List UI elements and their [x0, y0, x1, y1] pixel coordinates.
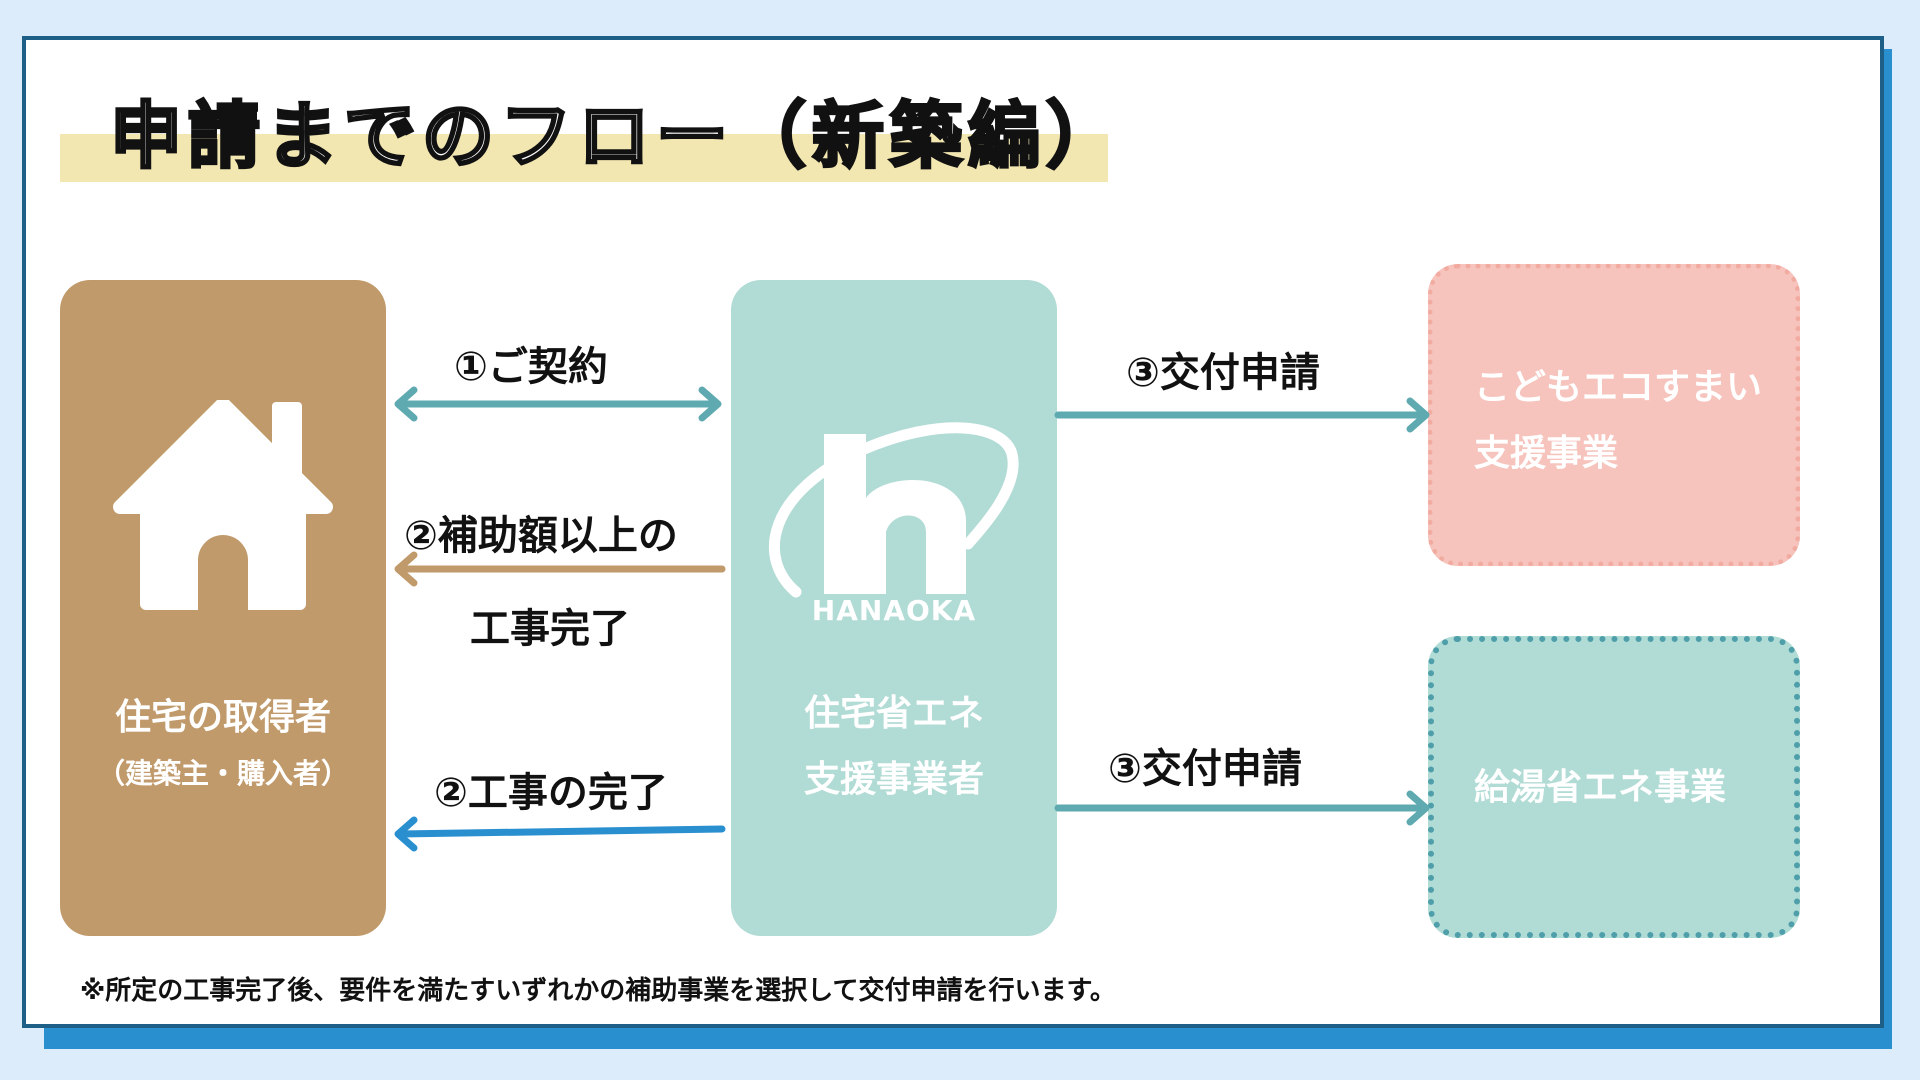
footnote: ※所定の工事完了後、要件を満たすいずれかの補助事業を選択して交付申請を行います。	[80, 976, 1116, 1006]
apply-arrow-bottom	[1054, 790, 1430, 826]
page-title: 申請までのフロー（新築編）	[108, 93, 1125, 180]
subsidy-arrow	[394, 551, 726, 587]
buyer-sublabel: （建築主・購入者）	[96, 757, 349, 790]
subsidy-label-line2: 工事完了	[470, 606, 630, 652]
apply-label-bottom: ③交付申請	[1108, 746, 1302, 792]
kyuto-box	[1428, 636, 1800, 938]
kodomo-eco-label: こどもエコすまい	[1474, 367, 1763, 408]
apply-label-top: ③交付申請	[1126, 350, 1320, 396]
construction-arrow	[394, 816, 726, 852]
company-sublabel: 支援事業者	[803, 759, 984, 800]
title-highlight	[60, 134, 1108, 182]
buyer-label: 住宅の取得者	[114, 697, 331, 738]
contract-arrow	[394, 386, 722, 422]
apply-arrow-top	[1054, 397, 1430, 433]
kodomo-eco-sublabel: 支援事業	[1474, 433, 1619, 474]
subsidy-label-line1: ②補助額以上の	[404, 513, 678, 559]
company-label: 住宅省エネ	[803, 693, 984, 734]
company-box	[731, 280, 1057, 936]
contract-label: ①ご契約	[454, 344, 608, 390]
title-area: 申請までのフロー（新築編）	[60, 88, 1120, 184]
construction-label: ②工事の完了	[434, 770, 668, 816]
logo-wordmark: HANAOKA	[812, 594, 976, 627]
kodomo-eco-box	[1428, 264, 1800, 566]
house-icon	[113, 400, 333, 610]
kyuto-label: 給湯省エネ事業	[1474, 767, 1727, 808]
hanaoka-logo: HANAOKA	[768, 422, 1019, 627]
